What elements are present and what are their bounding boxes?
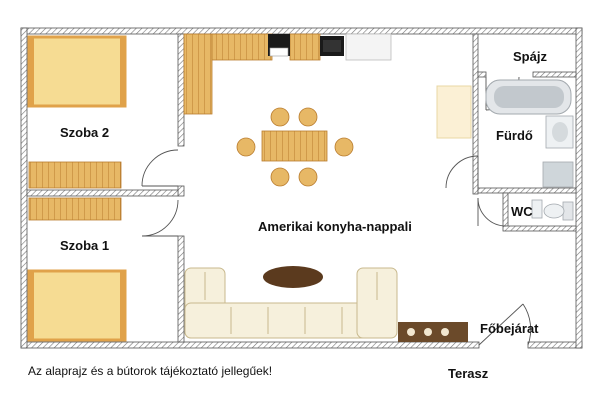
bed-szoba1 <box>27 269 127 342</box>
outer-walls <box>20 27 583 349</box>
room-label-wc: WC <box>511 204 533 219</box>
tv-cabinet <box>398 322 468 342</box>
kitchen-counter <box>183 33 392 115</box>
bathroom-cabinet <box>542 161 574 188</box>
door-wc <box>477 197 507 227</box>
room-label-szoba1: Szoba 1 <box>60 238 110 253</box>
sofa <box>184 267 398 339</box>
dining-table <box>261 130 328 162</box>
room-label-nappali: Amerikai konyha-nappali <box>258 219 412 234</box>
room-label-furdo: Fürdő <box>496 128 533 143</box>
dining-chairs <box>236 107 354 187</box>
door-szoba1 <box>141 199 179 237</box>
room-label-fobejarat: Főbejárat <box>480 321 539 336</box>
wardrobe-szoba1 <box>28 197 122 221</box>
terrace-label: Terasz <box>448 366 489 381</box>
interior-walls <box>26 33 577 343</box>
pantry-shelf <box>436 85 472 139</box>
room-label-spajz: Spájz <box>513 49 547 64</box>
door-fobejarat <box>478 303 532 346</box>
stove <box>268 34 290 57</box>
bed-szoba2 <box>27 35 127 108</box>
coffee-table <box>263 266 323 288</box>
door-szoba2 <box>141 149 179 187</box>
wardrobe-szoba2 <box>28 161 122 189</box>
wc-sink <box>531 199 543 219</box>
door-furdo <box>445 155 479 189</box>
bathroom-sink <box>545 115 574 149</box>
room-label-szoba2: Szoba 2 <box>60 125 110 140</box>
kitchen-sink <box>320 36 344 56</box>
bathtub <box>485 79 572 115</box>
toilet <box>543 201 574 221</box>
disclaimer-note: Az alaprajz és a bútorok tájékoztató jel… <box>28 364 273 378</box>
